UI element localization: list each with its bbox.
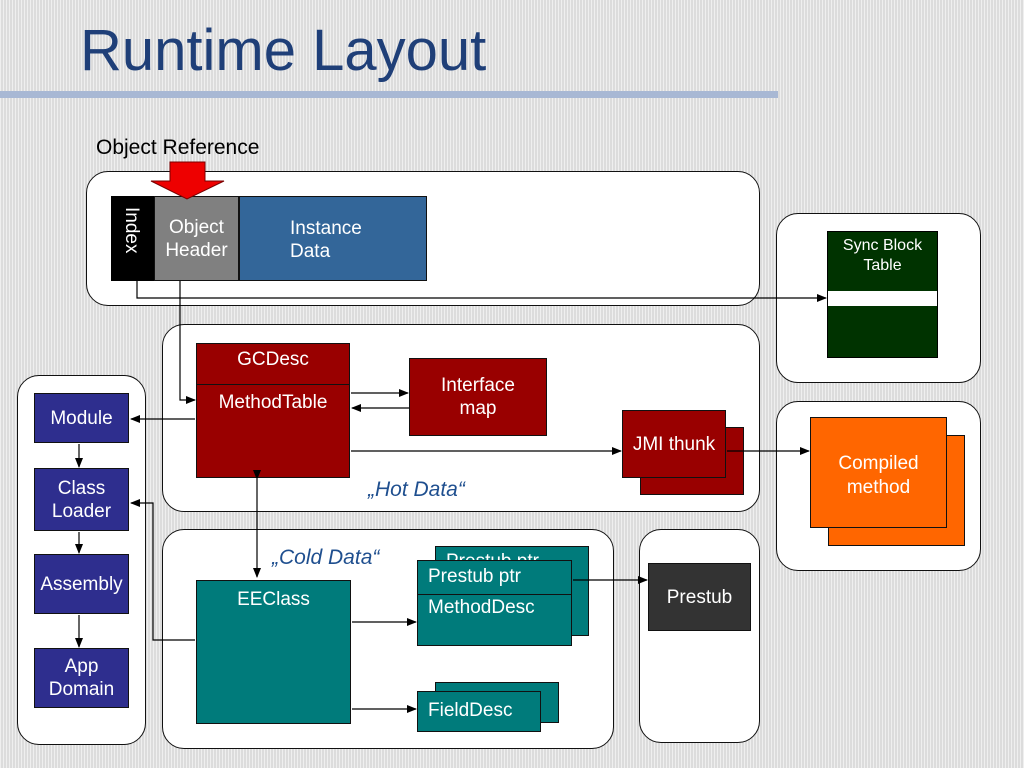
fielddesc-label: FieldDesc [428, 700, 513, 721]
class-loader-label: Class Loader [51, 477, 112, 522]
index-label: Index [121, 207, 142, 254]
slide-title: Runtime Layout [80, 18, 487, 83]
index-cell: Index [111, 196, 154, 281]
header-to-methodtable-arrow [179, 281, 196, 404]
module-label: Module [50, 407, 113, 429]
hot-data-caption: „Hot Data“ [368, 478, 465, 501]
gcdesc-label: GCDesc [237, 349, 309, 370]
app-domain-box: App Domain [34, 648, 129, 708]
eeclass-to-classloader-arrow [130, 499, 195, 641]
eeclass-label: EEClass [237, 589, 310, 610]
prestub-box: Prestub [648, 563, 751, 631]
gcdesc-divider [197, 384, 349, 385]
instance-data-label: Instance Data [290, 218, 362, 262]
sync-block-entry [828, 291, 937, 306]
eeclass-box: EEClass [196, 580, 351, 724]
class-loader-box: Class Loader [34, 468, 129, 531]
cold-data-caption: „Cold Data“ [272, 546, 380, 569]
index-to-syncblock-arrow [136, 281, 827, 302]
assembly-box: Assembly [34, 554, 129, 614]
compiled-method-box: Compiled method [810, 417, 947, 528]
sync-block-title: Sync Block Table [842, 237, 923, 274]
prestub-ptr-cell: Prestub ptr [418, 561, 571, 595]
assembly-label: Assembly [40, 573, 123, 595]
fielddesc-box: FieldDesc [417, 691, 541, 732]
interface-map-box: Interface map [409, 358, 547, 436]
methodtable-label: MethodTable [218, 392, 328, 413]
object-header-cell: Object Header [154, 196, 239, 281]
module-box: Module [34, 393, 129, 443]
methoddesc-box: Prestub ptr MethodDesc [417, 560, 572, 646]
sync-block-table: Sync Block Table [827, 231, 938, 358]
object-reference-arrow-icon [150, 161, 225, 200]
object-header-label: Object Header [165, 216, 228, 261]
compiled-method-label: Compiled method [838, 453, 919, 498]
instance-data-cell: Instance Data [239, 196, 427, 281]
prestub-label: Prestub [666, 586, 733, 608]
app-domain-label: App Domain [48, 656, 115, 700]
title-underline [0, 91, 778, 98]
methodtable-box: GCDesc MethodTable [196, 343, 350, 478]
methoddesc-label: MethodDesc [428, 597, 535, 618]
prestub-ptr-label: Prestub ptr [428, 566, 521, 587]
jmi-thunk-label: JMI thunk [632, 433, 716, 455]
interface-map-label: Interface map [441, 375, 515, 419]
object-reference-label: Object Reference [96, 136, 260, 159]
jmi-thunk-box: JMI thunk [622, 410, 726, 478]
